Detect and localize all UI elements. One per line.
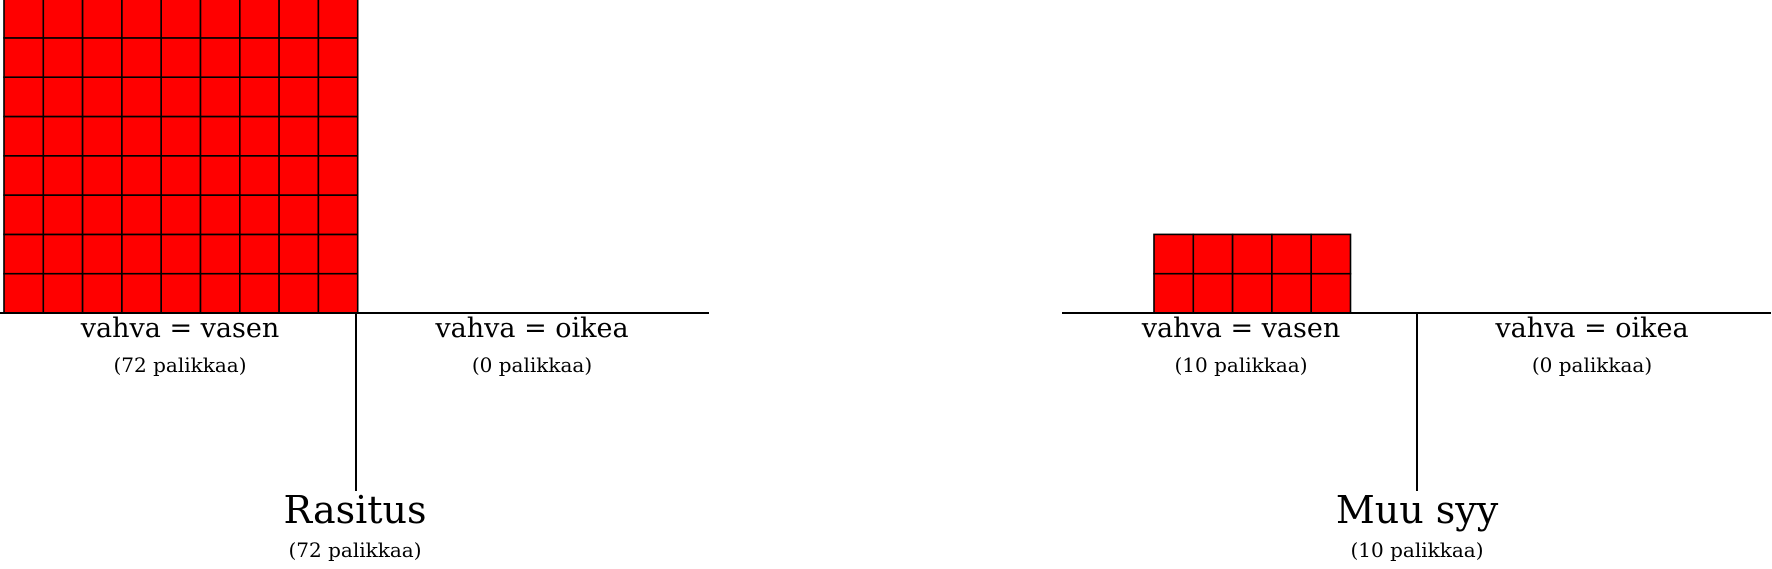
left-block (81, 0, 123, 39)
left-block (239, 37, 280, 79)
left-block (317, 272, 359, 314)
left-block (81, 115, 123, 157)
left-block (317, 233, 359, 275)
left-block (1271, 233, 1313, 275)
left-block (42, 37, 84, 79)
left-block (239, 233, 280, 275)
left-block (42, 0, 84, 39)
left-block (3, 194, 45, 236)
left-block (317, 155, 359, 196)
left-block (160, 0, 202, 39)
left-block (1310, 233, 1352, 275)
left-block (160, 37, 202, 79)
left-category-label: vahva = vasen (80, 313, 280, 344)
left-block (199, 155, 241, 196)
left-block (239, 115, 280, 157)
left-block (42, 155, 84, 196)
left-block (278, 115, 320, 157)
left-block (3, 272, 45, 314)
left-block (121, 0, 163, 39)
left-block (278, 76, 320, 118)
left-block (278, 0, 320, 39)
left-block (121, 194, 163, 236)
left-block (317, 115, 359, 157)
left-block (239, 0, 280, 39)
left-block (239, 272, 280, 314)
left-block (3, 76, 45, 118)
left-block (160, 115, 202, 157)
left-block (81, 76, 123, 118)
left-block (199, 194, 241, 236)
diagram-title: Rasitus (283, 488, 427, 532)
left-block (317, 76, 359, 118)
left-block (3, 233, 45, 275)
total-count-label: (72 palikkaa) (288, 538, 422, 562)
left-block (42, 272, 84, 314)
diagram-rasitus (0, 0, 709, 491)
left-block (199, 115, 241, 157)
left-block (199, 76, 241, 118)
right-count-label: (0 palikkaa) (1531, 353, 1653, 377)
left-block (121, 37, 163, 79)
left-block (42, 233, 84, 275)
total-count-label: (10 palikkaa) (1350, 538, 1484, 562)
left-block (81, 37, 123, 79)
left-block (160, 155, 202, 196)
left-block (3, 37, 45, 79)
left-block (199, 0, 241, 39)
left-block (278, 155, 320, 196)
left-count-label: (10 palikkaa) (1174, 353, 1308, 377)
left-block (278, 233, 320, 275)
left-block (278, 194, 320, 236)
left-block (81, 194, 123, 236)
left-block (121, 76, 163, 118)
left-category-label: vahva = vasen (1141, 313, 1341, 344)
left-block (3, 0, 45, 39)
left-block (121, 155, 163, 196)
left-block (1231, 272, 1273, 314)
left-block (42, 194, 84, 236)
right-count-label: (0 palikkaa) (471, 353, 593, 377)
left-block (199, 233, 241, 275)
left-block (1153, 272, 1195, 314)
left-block (278, 37, 320, 79)
left-block (199, 272, 241, 314)
left-block (160, 233, 202, 275)
left-block (121, 233, 163, 275)
diagram-muu-syy (1062, 233, 1771, 491)
left-block (1192, 233, 1234, 275)
left-block (42, 115, 84, 157)
left-block (160, 272, 202, 314)
left-block (121, 115, 163, 157)
left-block (3, 155, 45, 196)
left-block (160, 76, 202, 118)
left-block (81, 272, 123, 314)
left-block (81, 155, 123, 196)
left-block (1153, 233, 1195, 275)
left-block (160, 194, 202, 236)
left-block (1271, 272, 1313, 314)
left-block (317, 0, 359, 39)
left-block (1192, 272, 1234, 314)
left-block (42, 76, 84, 118)
left-block (239, 155, 280, 196)
left-count-label: (72 palikkaa) (113, 353, 247, 377)
left-block (239, 76, 280, 118)
left-block (3, 115, 45, 157)
left-block (317, 37, 359, 79)
left-block (1310, 272, 1352, 314)
left-block (239, 194, 280, 236)
left-block (1231, 233, 1273, 275)
left-block (121, 272, 163, 314)
diagram-title: Muu syy (1335, 488, 1499, 532)
left-block (199, 37, 241, 79)
left-block (81, 233, 123, 275)
right-category-label: vahva = oikea (435, 313, 629, 344)
left-block (278, 272, 320, 314)
right-category-label: vahva = oikea (1495, 313, 1689, 344)
left-block (317, 194, 359, 236)
